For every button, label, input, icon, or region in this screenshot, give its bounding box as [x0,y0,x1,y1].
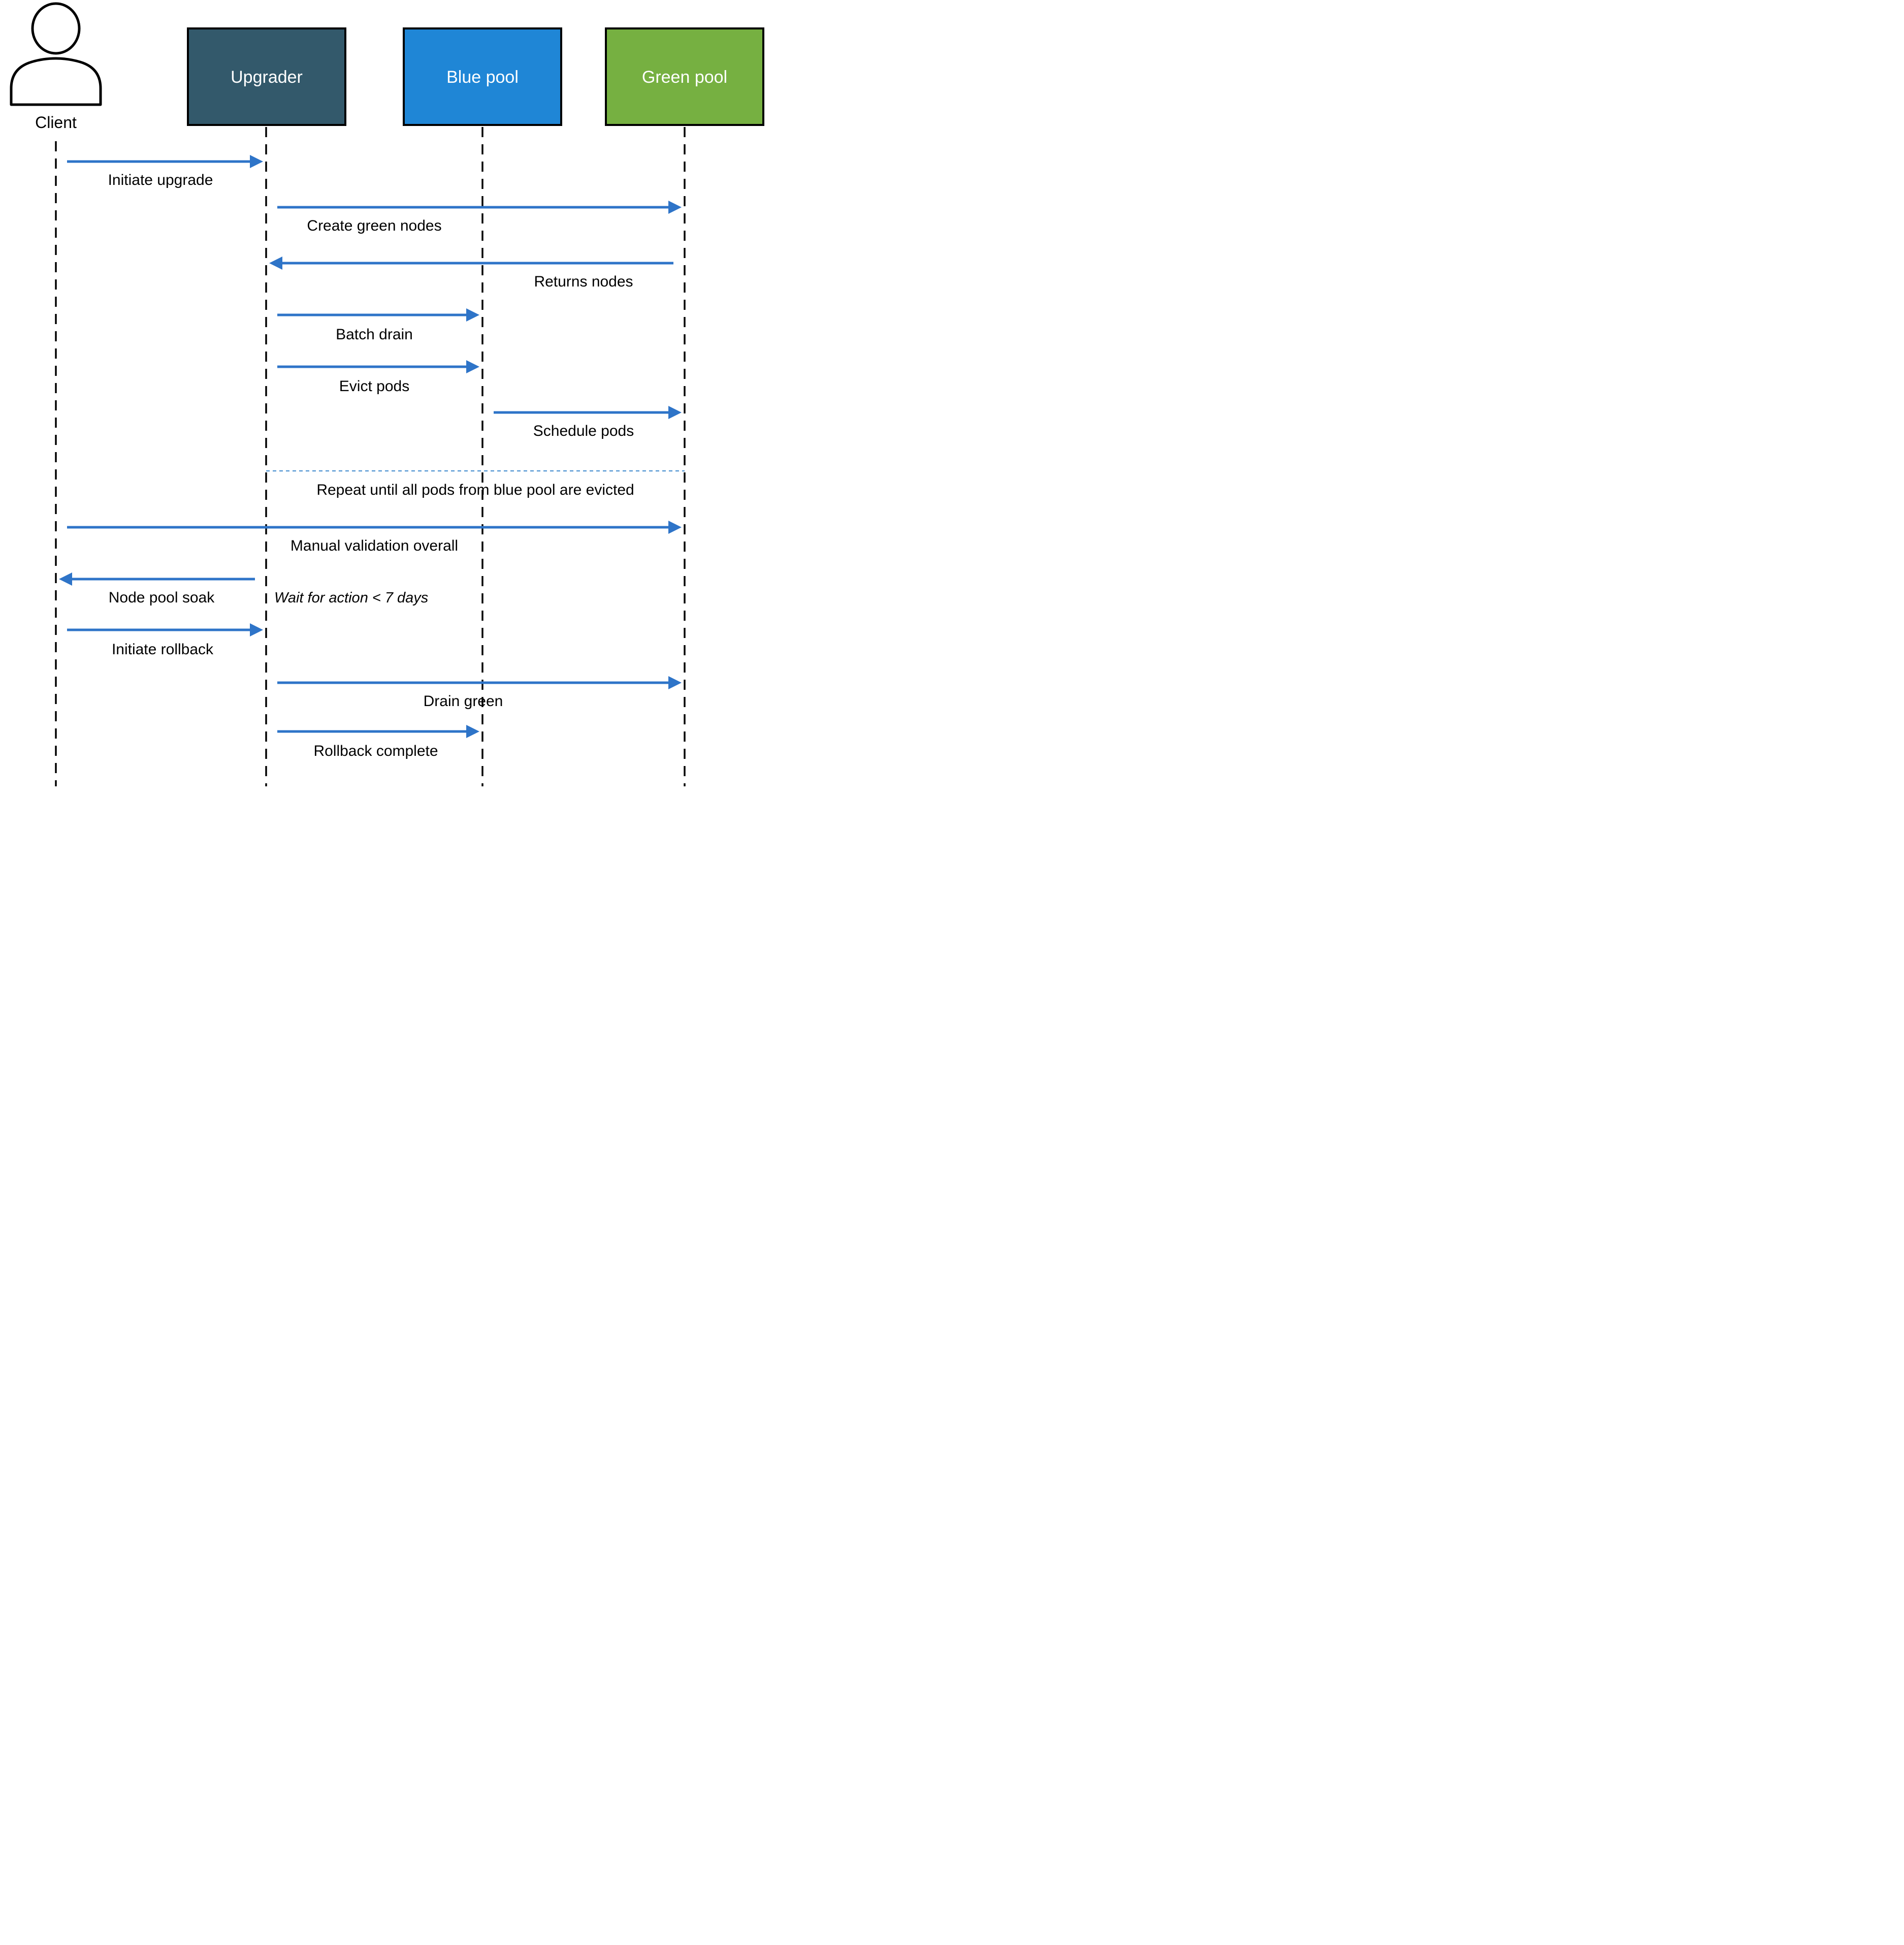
message-label: Manual validation overall [291,537,458,554]
message-label: Initiate upgrade [108,172,213,188]
arrowhead [250,155,263,168]
green-pool-box [605,27,764,126]
arrowhead [668,201,682,214]
person-icon-head [31,2,81,55]
message-label: Rollback complete [313,743,438,759]
actor-blue-pool-label: Blue pool [446,68,519,87]
repeat-separator-label: Repeat until all pods from blue pool are… [316,482,634,498]
message-batch-drain: Batch drain [277,308,479,343]
arrowhead [668,521,682,534]
arrowhead [59,572,72,586]
arrowhead [466,360,479,373]
message-label: Initiate rollback [112,641,214,658]
arrowhead [466,308,479,322]
message-evict-pods: Evict pods [277,360,479,395]
repeat-separator: Repeat until all pods from blue pool are… [266,470,685,498]
message-initiate-rollback: Initiate rollback [67,623,263,658]
arrowhead [668,676,682,689]
actor-green-pool-label: Green pool [642,68,727,87]
message-label: Schedule pods [533,423,634,439]
sequence-diagram: Client Upgrader Blue pool Green pool Ini… [0,0,772,788]
upgrader-box [187,27,346,126]
message-label: Returns nodes [534,273,633,290]
arrowhead [269,257,282,270]
actor-upgrader: Upgrader [187,27,346,126]
message-schedule-pods: Schedule pods [494,406,682,439]
message-returns-nodes: Returns nodes [269,257,673,290]
actor-client-label: Client [35,113,77,132]
message-label: Batch drain [336,326,413,343]
message-label: Node pool soak [109,589,215,606]
message-manual-validation-overall: Manual validation overall [67,521,682,554]
message-rollback-complete: Rollback complete [277,725,479,759]
arrowhead [466,725,479,738]
arrowhead [250,623,263,636]
message-label: Evict pods [339,378,409,395]
actor-green-pool: Green pool [605,27,764,126]
actor-upgrader-label: Upgrader [231,68,303,87]
message-node-pool-soak: Node pool soak Wait for action < 7 days [59,572,428,606]
arrowhead [668,406,682,419]
person-icon [10,2,102,106]
message-drain-green: Drain green [277,676,682,710]
actor-blue-pool: Blue pool [403,27,562,126]
wait-for-action-note: Wait for action < 7 days [274,590,428,606]
message-create-green-nodes: Create green nodes [277,201,682,234]
message-initiate-upgrade: Initiate upgrade [67,155,263,188]
person-icon-body [10,57,102,106]
message-label: Drain green [424,693,503,710]
blue-pool-box [403,27,562,126]
message-label: Create green nodes [307,217,441,234]
actor-client: Client [10,2,102,132]
